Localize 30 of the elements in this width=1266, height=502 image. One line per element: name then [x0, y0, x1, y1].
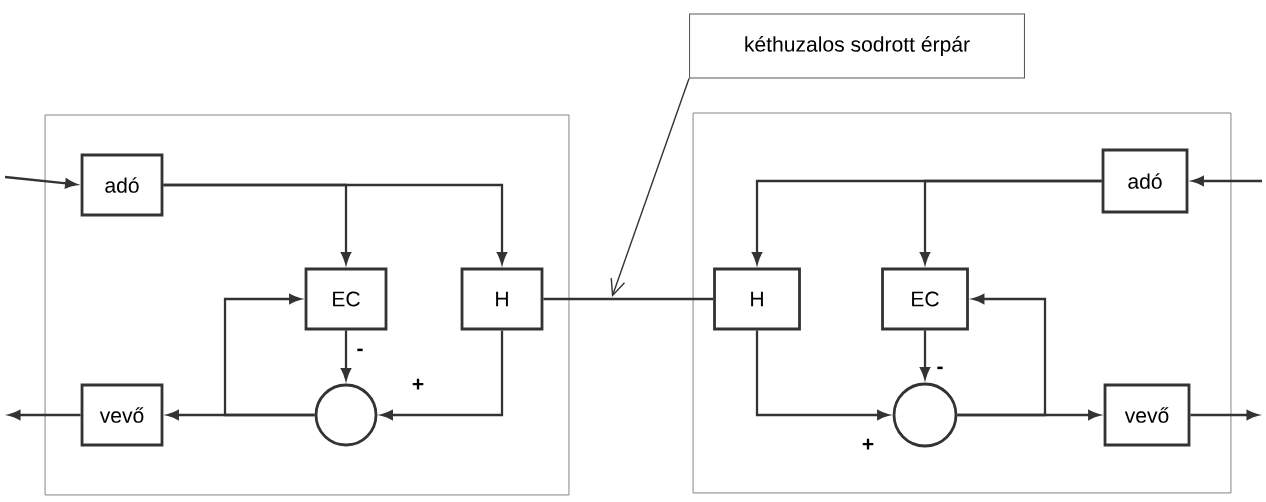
- process-box: EC: [881, 267, 969, 331]
- arrow: [920, 179, 1102, 264]
- sign-label: -: [937, 366, 943, 370]
- arrow: [4, 175, 78, 189]
- arrow: [755, 330, 890, 420]
- arrow: [223, 294, 315, 417]
- sign-label: +: [412, 378, 424, 390]
- arrow: [920, 330, 930, 379]
- process-box: vevő: [80, 383, 164, 447]
- callout-box: kéthuzalos sodrott érpár: [689, 13, 1025, 79]
- connection-line: [543, 297, 714, 301]
- summing-junction: [314, 383, 378, 447]
- arrow: [957, 294, 1047, 417]
- process-box: adó: [1101, 148, 1189, 214]
- block-frame: [44, 114, 570, 496]
- process-box: adó: [80, 153, 164, 217]
- leader-line: [610, 77, 690, 297]
- block-frame: [692, 112, 1232, 494]
- arrow: [163, 183, 507, 264]
- arrow: [1190, 410, 1259, 420]
- process-box: H: [460, 267, 544, 331]
- process-box: H: [713, 267, 801, 331]
- sign-label: -: [357, 348, 363, 352]
- arrow: [8, 410, 81, 420]
- summing-junction: [892, 382, 958, 448]
- process-box: EC: [304, 267, 388, 331]
- arrow: [341, 330, 351, 380]
- process-box: vevő: [1103, 383, 1191, 447]
- arrow: [1191, 176, 1262, 186]
- sign-label: +: [862, 438, 874, 450]
